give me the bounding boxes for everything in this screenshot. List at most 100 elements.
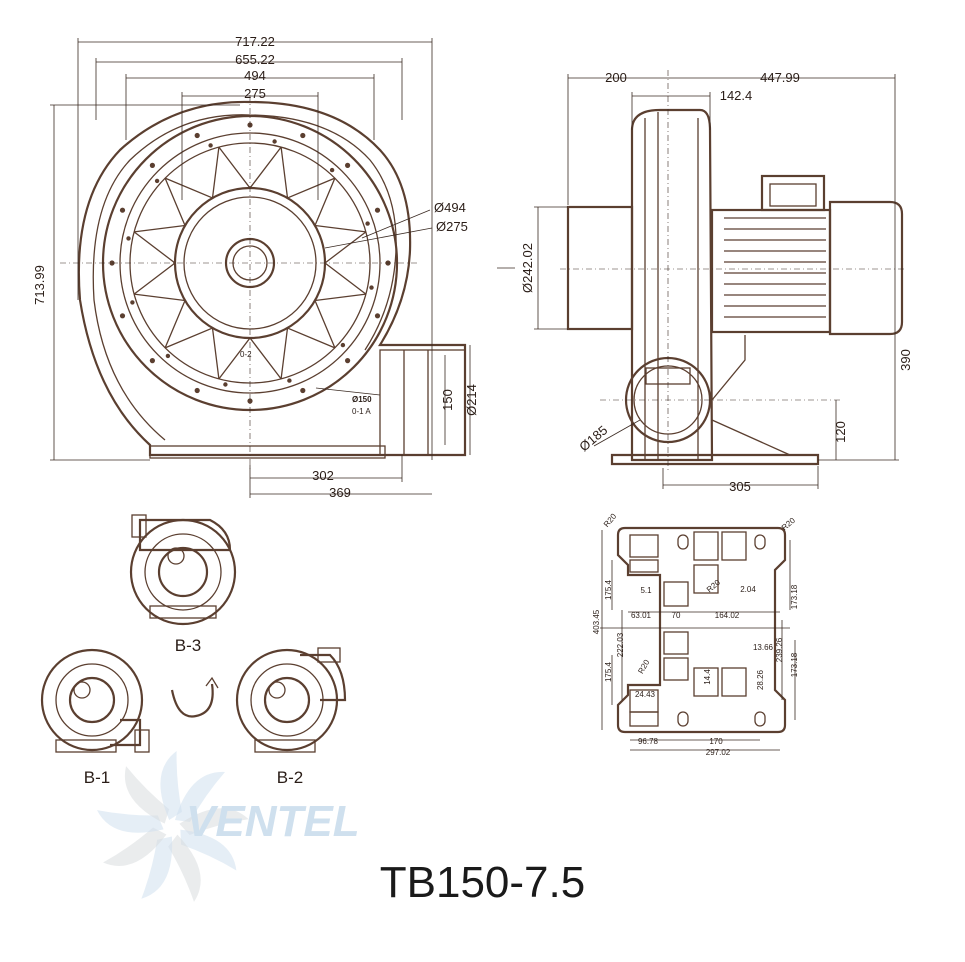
plate-dim-label: 63.01 <box>631 611 652 620</box>
label-b3: B-3 <box>175 636 201 655</box>
side-terminal-box <box>760 174 826 212</box>
plate-dim-label: 5.1 <box>640 586 652 595</box>
plate-cell <box>629 534 659 558</box>
front-bolt-inner <box>208 143 213 148</box>
front-bolt <box>345 162 351 168</box>
watermark-blade <box>103 827 167 866</box>
front-spoke <box>133 231 177 295</box>
plate-cells <box>629 531 747 727</box>
rotation-arrow <box>170 676 219 718</box>
front-bolt <box>374 313 381 319</box>
plate-dim-label: 403.45 <box>592 609 601 634</box>
plate-dim-label: 96.78 <box>638 737 659 746</box>
dim-305: 305 <box>729 479 751 494</box>
dim-713: 713.99 <box>32 265 47 305</box>
watermark-text: VENTEL <box>186 797 360 846</box>
plate-dim-label: 2.04 <box>740 585 756 594</box>
plate-dim-label: 28.26 <box>756 669 765 690</box>
watermark-blade <box>141 836 173 899</box>
plate-radius-label: R20 <box>636 658 651 676</box>
plate-radius-label: R20 <box>780 516 797 533</box>
orientation-b1: B-1 <box>40 648 150 787</box>
side-inlet-cylinder <box>566 205 634 331</box>
front-housing-outline <box>77 100 467 457</box>
watermark-blade <box>180 829 237 871</box>
dim-447: 447.99 <box>760 70 800 85</box>
front-spoke <box>314 177 366 233</box>
dim-655: 655.22 <box>235 52 275 67</box>
dim-242: Ø242.02 <box>520 243 535 293</box>
front-bolt <box>345 358 351 364</box>
dim-ring-275: Ø275 <box>436 219 468 234</box>
front-bolt <box>119 313 126 319</box>
dim-275: 275 <box>244 86 266 101</box>
plate-dim-label: 173.18 <box>790 652 799 677</box>
watermark-blade <box>175 771 225 822</box>
front-housing-inner <box>92 114 397 441</box>
dim-390: 390 <box>898 349 913 371</box>
plate-cell <box>663 631 689 655</box>
dim-ring-494: Ø494 <box>434 200 466 215</box>
watermark-blade <box>160 751 182 820</box>
motor-fins <box>724 217 826 318</box>
label-outlet-150: Ø150 <box>352 395 372 404</box>
plate-dim-label: 173.18 <box>790 584 799 609</box>
model-title: TB150-7.5 <box>379 858 586 907</box>
side-base-plate <box>610 453 820 466</box>
watermark-blade <box>179 808 249 835</box>
plate-cell <box>721 667 747 697</box>
label-b2: B-2 <box>277 768 303 787</box>
side-motor-body <box>710 208 832 334</box>
dim-717: 717.22 <box>235 34 275 49</box>
front-spoke <box>314 293 366 349</box>
front-spoke <box>164 327 220 379</box>
watermark-blade <box>124 766 170 824</box>
plate-dim-label: 24.43 <box>635 690 656 699</box>
front-bolt <box>300 387 306 394</box>
plate-dim-label: 175.4 <box>604 579 613 600</box>
watermark-blade <box>97 810 164 833</box>
front-bolt-inner <box>272 139 277 144</box>
plate-cell <box>693 531 719 561</box>
front-bolt-inner <box>154 178 160 184</box>
dim-200: 200 <box>605 70 627 85</box>
plate-dim-label: 164.02 <box>715 611 740 620</box>
plate-radius-label: R20 <box>602 511 619 528</box>
plate-cell <box>663 657 689 681</box>
plate-dim-label: 14.4 <box>703 669 712 685</box>
watermark-fan-logo: VENTEL <box>97 751 360 902</box>
front-spoke <box>164 147 220 199</box>
mark-0-2: 0-2 <box>240 350 252 359</box>
front-bolt <box>300 132 306 139</box>
front-bolt <box>194 387 200 394</box>
orientation-b3: B-3 <box>129 514 237 655</box>
side-view: 200 447.99 142.4 Ø242.02 390 120 Ø185 30… <box>497 70 913 494</box>
label-outlet-mark: 0-1 A <box>352 407 371 416</box>
front-bolt-inner <box>329 167 335 173</box>
front-bolt-inner <box>365 221 370 226</box>
front-view: 717.22 655.22 494 275 713.99 Ø494 Ø275 0… <box>32 34 479 500</box>
plate-cell <box>693 667 719 697</box>
plate-dim-label: 70 <box>672 611 681 620</box>
dim-120: 120 <box>833 421 848 443</box>
plate-dim-label: 175.4 <box>604 661 613 682</box>
dim-494: 494 <box>244 68 266 83</box>
front-spoke <box>134 177 186 233</box>
front-bolt <box>149 162 155 168</box>
front-ring-494 <box>119 132 381 394</box>
base-plate-outline <box>616 526 787 734</box>
plate-cell <box>721 531 747 561</box>
dim-outlet-214: Ø214 <box>464 384 479 416</box>
label-b1: B-1 <box>84 768 110 787</box>
front-base-feet <box>149 445 386 459</box>
plate-dim-label: 13.66 <box>753 643 774 652</box>
front-outlet-flange <box>379 349 466 456</box>
plate-cell <box>629 559 659 573</box>
orientation-b2: B-2 <box>235 647 347 787</box>
front-spoke <box>280 147 336 199</box>
plate-slot <box>677 534 689 550</box>
front-spoke <box>218 146 282 190</box>
